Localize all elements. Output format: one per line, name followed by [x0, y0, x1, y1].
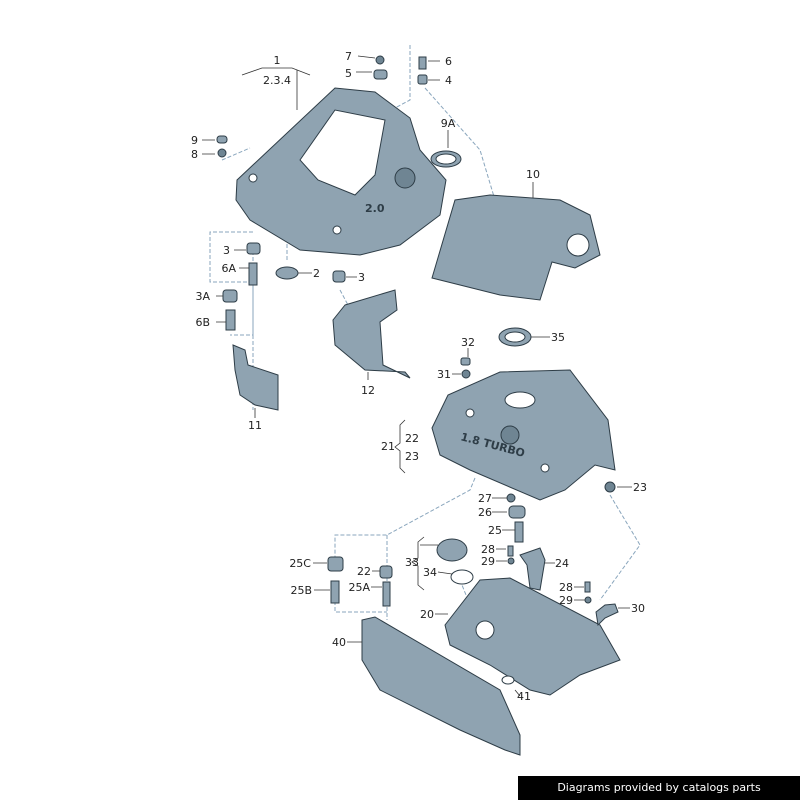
- callout-3a: 3A: [195, 290, 210, 303]
- callout-25c: 25C: [289, 557, 311, 570]
- callout-28: 28: [481, 543, 495, 556]
- leader-lines: [202, 55, 632, 697]
- callout-34: 34: [423, 566, 437, 579]
- bracket-11: [232, 344, 279, 411]
- callout-10: 10: [526, 168, 540, 181]
- callout-33: 33: [405, 556, 419, 569]
- callout-25b: 25B: [290, 584, 312, 597]
- manifold-part-40: [361, 616, 521, 756]
- callout-40: 40: [332, 636, 346, 649]
- callout-26: 26: [478, 506, 492, 519]
- callout-3b: 3: [358, 271, 365, 284]
- callout-25a: 25A: [348, 581, 370, 594]
- lower-engine-cover: 1.8 TURBO: [431, 369, 616, 501]
- callout-23: 23: [405, 450, 419, 463]
- callout-41: 41: [517, 690, 531, 703]
- callout-21: 21: [381, 440, 395, 453]
- callout-9a: 9A: [441, 117, 456, 130]
- callout-8: 8: [191, 148, 198, 161]
- valve-cover: [444, 577, 621, 696]
- callout-22: 22: [405, 432, 419, 445]
- callout-labels: 1 2.3.4 7 5 6 4 9A 9 8 10 3 6A 2 3 3A 6B…: [191, 50, 647, 703]
- callout-6: 6: [445, 55, 452, 68]
- upper-engine-cover: 2.0: [235, 87, 447, 256]
- intake-manifold: [431, 194, 601, 301]
- callout-11: 11: [248, 419, 262, 432]
- callout-24: 24: [555, 557, 569, 570]
- callout-20: 20: [420, 608, 434, 621]
- bracket-12: [332, 289, 411, 379]
- small-fasteners: [216, 55, 619, 685]
- callout-2: 2: [313, 267, 320, 280]
- callout-6a: 6A: [221, 262, 236, 275]
- callout-3: 3: [223, 244, 230, 257]
- assembly-lines: [209, 45, 641, 631]
- callout-30: 30: [631, 602, 645, 615]
- callout-2-3-4: 2.3.4: [263, 74, 291, 87]
- attribution-footer: Diagrams provided by catalogs parts: [518, 776, 800, 800]
- callout-35: 35: [551, 331, 565, 344]
- callout-7: 7: [345, 50, 352, 63]
- callout-9: 9: [191, 134, 198, 147]
- callout-29: 29: [481, 555, 495, 568]
- cover-marking-2-0: 2.0: [365, 202, 385, 215]
- callout-29b: 29: [559, 594, 573, 607]
- callout-22b: 22: [357, 565, 371, 578]
- callout-23b: 23: [633, 481, 647, 494]
- callout-28b: 28: [559, 581, 573, 594]
- callout-32: 32: [461, 336, 475, 349]
- callout-4: 4: [445, 74, 452, 87]
- callout-5: 5: [345, 67, 352, 80]
- callout-12: 12: [361, 384, 375, 397]
- callout-1: 1: [274, 54, 281, 67]
- callout-27: 27: [478, 492, 492, 505]
- callout-6b: 6B: [195, 316, 210, 329]
- callout-25: 25: [488, 524, 502, 537]
- callout-31: 31: [437, 368, 451, 381]
